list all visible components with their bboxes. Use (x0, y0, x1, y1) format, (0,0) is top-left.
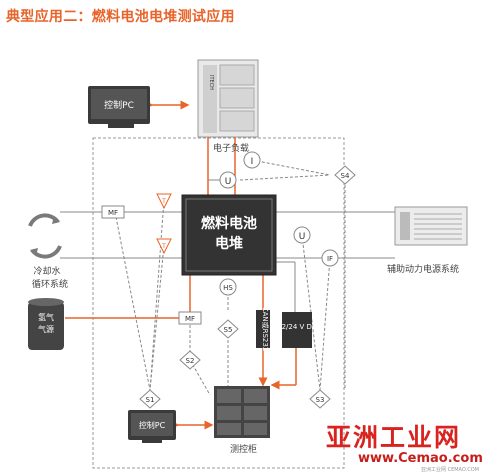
svg-text:S4: S4 (341, 172, 350, 180)
svg-text:S1: S1 (146, 396, 155, 404)
pc-bottom-label: 控制PC (139, 420, 166, 430)
sensor-S5: S5 (217, 319, 239, 339)
stack-label-2: 电堆 (215, 235, 243, 252)
pc-top: 控制PC (88, 86, 150, 128)
svg-text:CAN或RS232: CAN或RS232 (261, 307, 270, 352)
sensor-S1: S1 (139, 389, 161, 409)
sensor-S2: S2 (179, 350, 201, 370)
sensor-U-top: U (219, 171, 237, 189)
svg-text:I: I (251, 157, 254, 167)
svg-text:氢气: 氢气 (38, 312, 54, 322)
sensor-MF-left: MF (101, 205, 125, 219)
sensor-T-upper: T (156, 193, 172, 210)
test-boundary (92, 137, 345, 469)
cooling-label: 冷却水循环系统 (32, 267, 69, 290)
test-cabinet (214, 386, 270, 438)
page-title: 典型应用二：燃料电池电堆测试应用 (6, 9, 235, 25)
svg-text:S3: S3 (316, 396, 325, 404)
svg-text:S5: S5 (224, 326, 233, 334)
svg-text:S2: S2 (186, 357, 195, 365)
can-box: CAN或RS232 (256, 307, 270, 352)
svg-text:T: T (161, 243, 166, 250)
cabinet-label: 测控柜 (230, 445, 258, 455)
electronic-load: ITECH (197, 59, 259, 138)
sensor-HS: HS (219, 278, 237, 296)
aux-power-label: 辅助动力电源系统 (387, 265, 460, 275)
pc-top-label: 控制PC (104, 99, 134, 111)
svg-text:U: U (299, 232, 306, 242)
sensor-MF-bottom: MF (178, 311, 202, 325)
sensor-IF: IF (321, 249, 339, 267)
svg-text:U: U (225, 177, 232, 187)
stack-label-1: 燃料电池 (201, 215, 257, 232)
pc-bottom: 控制PC (128, 410, 176, 443)
sensor-I: I (243, 151, 261, 169)
svg-text:ITECH: ITECH (208, 75, 214, 90)
sensor-S4: S4 (334, 165, 356, 185)
svg-text:MF: MF (185, 315, 195, 323)
cooling-cycle-icon (28, 213, 62, 259)
aux-power-device (394, 206, 468, 246)
hydrogen-cylinder: 氢气 气源 (28, 298, 64, 350)
sensor-S3: S3 (309, 389, 331, 409)
svg-text:12/24 V DC: 12/24 V DC (277, 323, 317, 331)
svg-text:T: T (161, 198, 166, 205)
svg-text:HS: HS (223, 284, 233, 292)
sensor-U-right: U (293, 226, 311, 244)
svg-text:IF: IF (327, 255, 333, 263)
sensor-T-lower: T (156, 238, 172, 255)
fuel-cell-stack: 燃料电池 电堆 (181, 194, 277, 276)
svg-text:MF: MF (108, 209, 118, 217)
watermark: 亚洲工业网 www.Cemao.com 亚洲工业网 CEMAO.COM (326, 423, 483, 473)
dc-box: 12/24 V DC (277, 312, 317, 348)
svg-text:气源: 气源 (38, 324, 54, 334)
load-label: 电子负载 (213, 144, 250, 154)
